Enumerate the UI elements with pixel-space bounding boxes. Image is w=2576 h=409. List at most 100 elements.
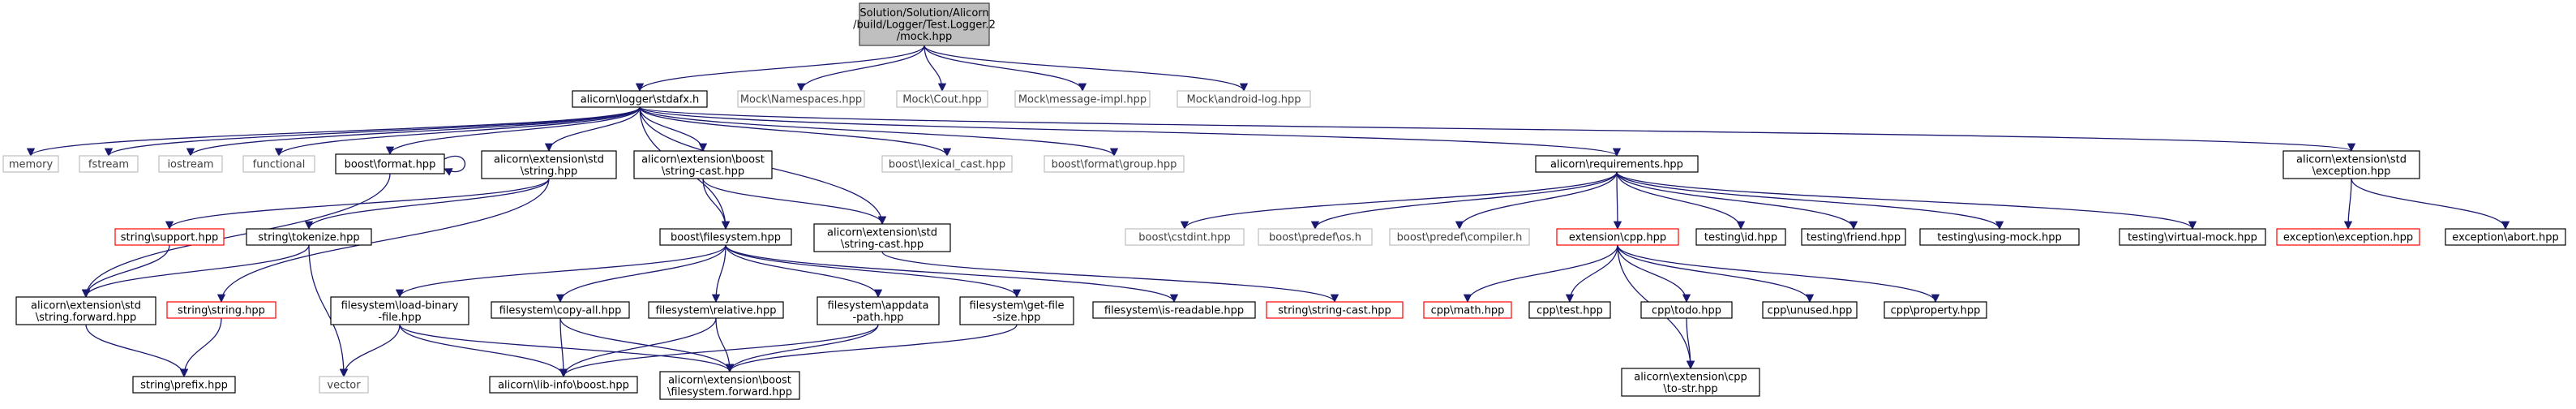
node-box — [1535, 155, 1699, 173]
node-cpp_unused[interactable]: cpp\unused.hpp — [1762, 301, 1858, 319]
node-testing_id[interactable]: testing\id.hpp — [1695, 228, 1786, 246]
node-label: functional — [253, 159, 306, 171]
node-fs_appdata[interactable]: filesystem\appdata-path.hpp — [817, 296, 940, 325]
node-requirements[interactable]: alicorn\requirements.hpp — [1535, 155, 1699, 173]
node-box — [491, 301, 630, 319]
node-ext_std_string_fwd[interactable]: alicorn\extension\std\string.forward.hpp — [15, 296, 156, 325]
node-label: string\support.hpp — [121, 232, 219, 244]
edge-root-to-mock_cout — [924, 45, 947, 93]
node-box — [1762, 301, 1858, 319]
node-fs_is_readable[interactable]: filesystem\is-readable.hpp — [1092, 301, 1256, 319]
node-label: \string.hpp — [521, 166, 578, 178]
node-fs_copy_all[interactable]: filesystem\copy-all.hpp — [491, 301, 630, 319]
edge-cpp_todo-to-ext_cpp_to_str — [1686, 317, 1695, 370]
edge-string_support-to-ext_std_string_fwd — [81, 244, 170, 299]
node-label: Mock\android-log.hpp — [1187, 94, 1301, 106]
node-box — [1044, 155, 1185, 173]
node-box — [489, 376, 638, 394]
edge-stdafx-to-ext_std_exception — [639, 106, 2355, 153]
node-testing_friend[interactable]: testing\friend.hpp — [1801, 228, 1906, 246]
edge-stdafx-to-boost_format_group — [639, 106, 1119, 157]
node-label: Mock\Namespaces.hpp — [740, 94, 862, 106]
node-stdafx[interactable]: alicorn\logger\stdafx.h — [572, 90, 708, 108]
node-label: /build/Logger/Test.Logger.2 — [853, 19, 996, 32]
node-lib_info_boost[interactable]: alicorn\lib-info\boost.hpp — [489, 376, 638, 394]
node-label: cpp\todo.hpp — [1652, 305, 1721, 317]
edge-string_string-to-string_prefix — [179, 317, 222, 378]
node-label: /mock.hpp — [897, 31, 953, 43]
edge-ext_std_exception-to-exception_abort — [2351, 178, 2510, 230]
node-box — [330, 296, 469, 325]
node-label: string\string-cast.hpp — [1278, 305, 1391, 317]
node-ext_boost_fs_fwd[interactable]: alicorn\extension\boost\filesystem.forwa… — [659, 371, 800, 400]
edge-boost_format-to-ext_std_string_fwd — [81, 173, 391, 299]
node-exception_abort[interactable]: exception\abort.hpp — [2445, 228, 2566, 246]
node-ext_std_strcast[interactable]: alicorn\extension\std\string-cast.hpp — [813, 223, 951, 252]
node-box — [659, 228, 792, 246]
node-boost_predef_compiler: boost\predef\compiler.h — [1389, 228, 1530, 246]
node-string_prefix[interactable]: string\prefix.hpp — [132, 376, 236, 394]
node-cpp_math[interactable]: cpp\math.hpp — [1423, 301, 1512, 319]
node-ext_std_string[interactable]: alicorn\extension\std\string.hpp — [481, 150, 617, 179]
node-string_string_cast[interactable]: string\string-cast.hpp — [1266, 301, 1404, 319]
node-testing_using_mock[interactable]: testing\using-mock.hpp — [1919, 228, 2080, 246]
node-box — [15, 296, 156, 325]
node-cpp_property[interactable]: cpp\property.hpp — [1884, 301, 1987, 319]
node-label: testing\using-mock.hpp — [1937, 232, 2061, 244]
node-box — [114, 228, 225, 246]
node-box — [166, 301, 276, 319]
node-string_string[interactable]: string\string.hpp — [166, 301, 276, 319]
node-exception_exception[interactable]: exception\exception.hpp — [2276, 228, 2420, 246]
node-box — [246, 228, 372, 246]
node-label: string\tokenize.hpp — [258, 232, 359, 244]
node-string_support[interactable]: string\support.hpp — [114, 228, 225, 246]
node-mock_android: Mock\android-log.hpp — [1177, 90, 1311, 108]
node-label: filesystem\get-file — [969, 299, 1064, 312]
node-fs_get_file_size[interactable]: filesystem\get-file-size.hpp — [959, 296, 1074, 325]
node-label: Mock\message-impl.hpp — [1018, 94, 1147, 106]
edge-ext_std_exception-to-exception_exception — [2343, 178, 2353, 230]
node-testing_virtual_mock[interactable]: testing\virtual-mock.hpp — [2119, 228, 2266, 246]
edge-root-to-mock_android — [924, 45, 1249, 93]
edge-stdafx-to-requirements — [639, 106, 1621, 157]
node-boost_format[interactable]: boost\format.hpp — [335, 153, 445, 174]
edge-fs_get_file_size-to-ext_boost_fs_fwd — [725, 324, 1018, 373]
node-mock_ns: Mock\Namespaces.hpp — [737, 90, 865, 108]
edge-requirements-to-boost_predef_os — [1310, 171, 1618, 230]
node-box — [242, 155, 315, 173]
node-box — [881, 155, 1013, 173]
edge-boost_filesystem-to-fs_load_binary — [395, 244, 727, 299]
edge-ext_std_strcast-to-string_string_cast — [881, 251, 1339, 304]
node-cpp_test[interactable]: cpp\test.hpp — [1528, 301, 1611, 319]
node-label: boost\predef\compiler.h — [1397, 232, 1523, 244]
node-ext_boost_strcast[interactable]: alicorn\extension\boost\string-cast.hpp — [633, 150, 773, 179]
edge-ext_boost_strcast-to-ext_std_strcast — [702, 178, 887, 226]
node-box — [648, 301, 784, 319]
node-fs_load_binary[interactable]: filesystem\load-binary-file.hpp — [330, 296, 469, 325]
node-boost_filesystem[interactable]: boost\filesystem.hpp — [659, 228, 792, 246]
node-label: Mock\Cout.hpp — [902, 94, 981, 106]
edge-stdafx-to-ext_std_string — [544, 106, 641, 153]
edge-stdafx-to-functional — [274, 106, 641, 157]
node-ext_cpp_to_str[interactable]: alicorn\extension\cpp\to-str.hpp — [1621, 368, 1760, 397]
node-label: alicorn\extension\std — [2296, 153, 2407, 166]
edge-stdafx-to-iostream — [186, 106, 641, 157]
node-box — [481, 150, 617, 179]
node-box — [1423, 301, 1512, 319]
edge-fs_load_binary-to-vector — [339, 324, 401, 378]
node-string_tokenize[interactable]: string\tokenize.hpp — [246, 228, 372, 246]
node-box — [633, 150, 773, 179]
node-cpp_todo[interactable]: cpp\todo.hpp — [1640, 301, 1733, 319]
node-box — [2445, 228, 2566, 246]
node-fs_relative[interactable]: filesystem\relative.hpp — [648, 301, 784, 319]
node-extension_cpp[interactable]: extension\cpp.hpp — [1556, 228, 1679, 246]
node-label: cpp\test.hpp — [1537, 305, 1603, 317]
node-label: \filesystem.forward.hpp — [667, 386, 792, 398]
edge-requirements-to-testing_friend — [1616, 171, 1858, 230]
node-label: alicorn\extension\std — [827, 226, 937, 239]
edge-root-to-mock_ns — [796, 45, 925, 93]
node-label: alicorn\extension\std — [494, 153, 604, 166]
node-ext_std_exception[interactable]: alicorn\extension\std\exception.hpp — [2282, 150, 2420, 179]
node-label: iostream — [167, 159, 213, 171]
